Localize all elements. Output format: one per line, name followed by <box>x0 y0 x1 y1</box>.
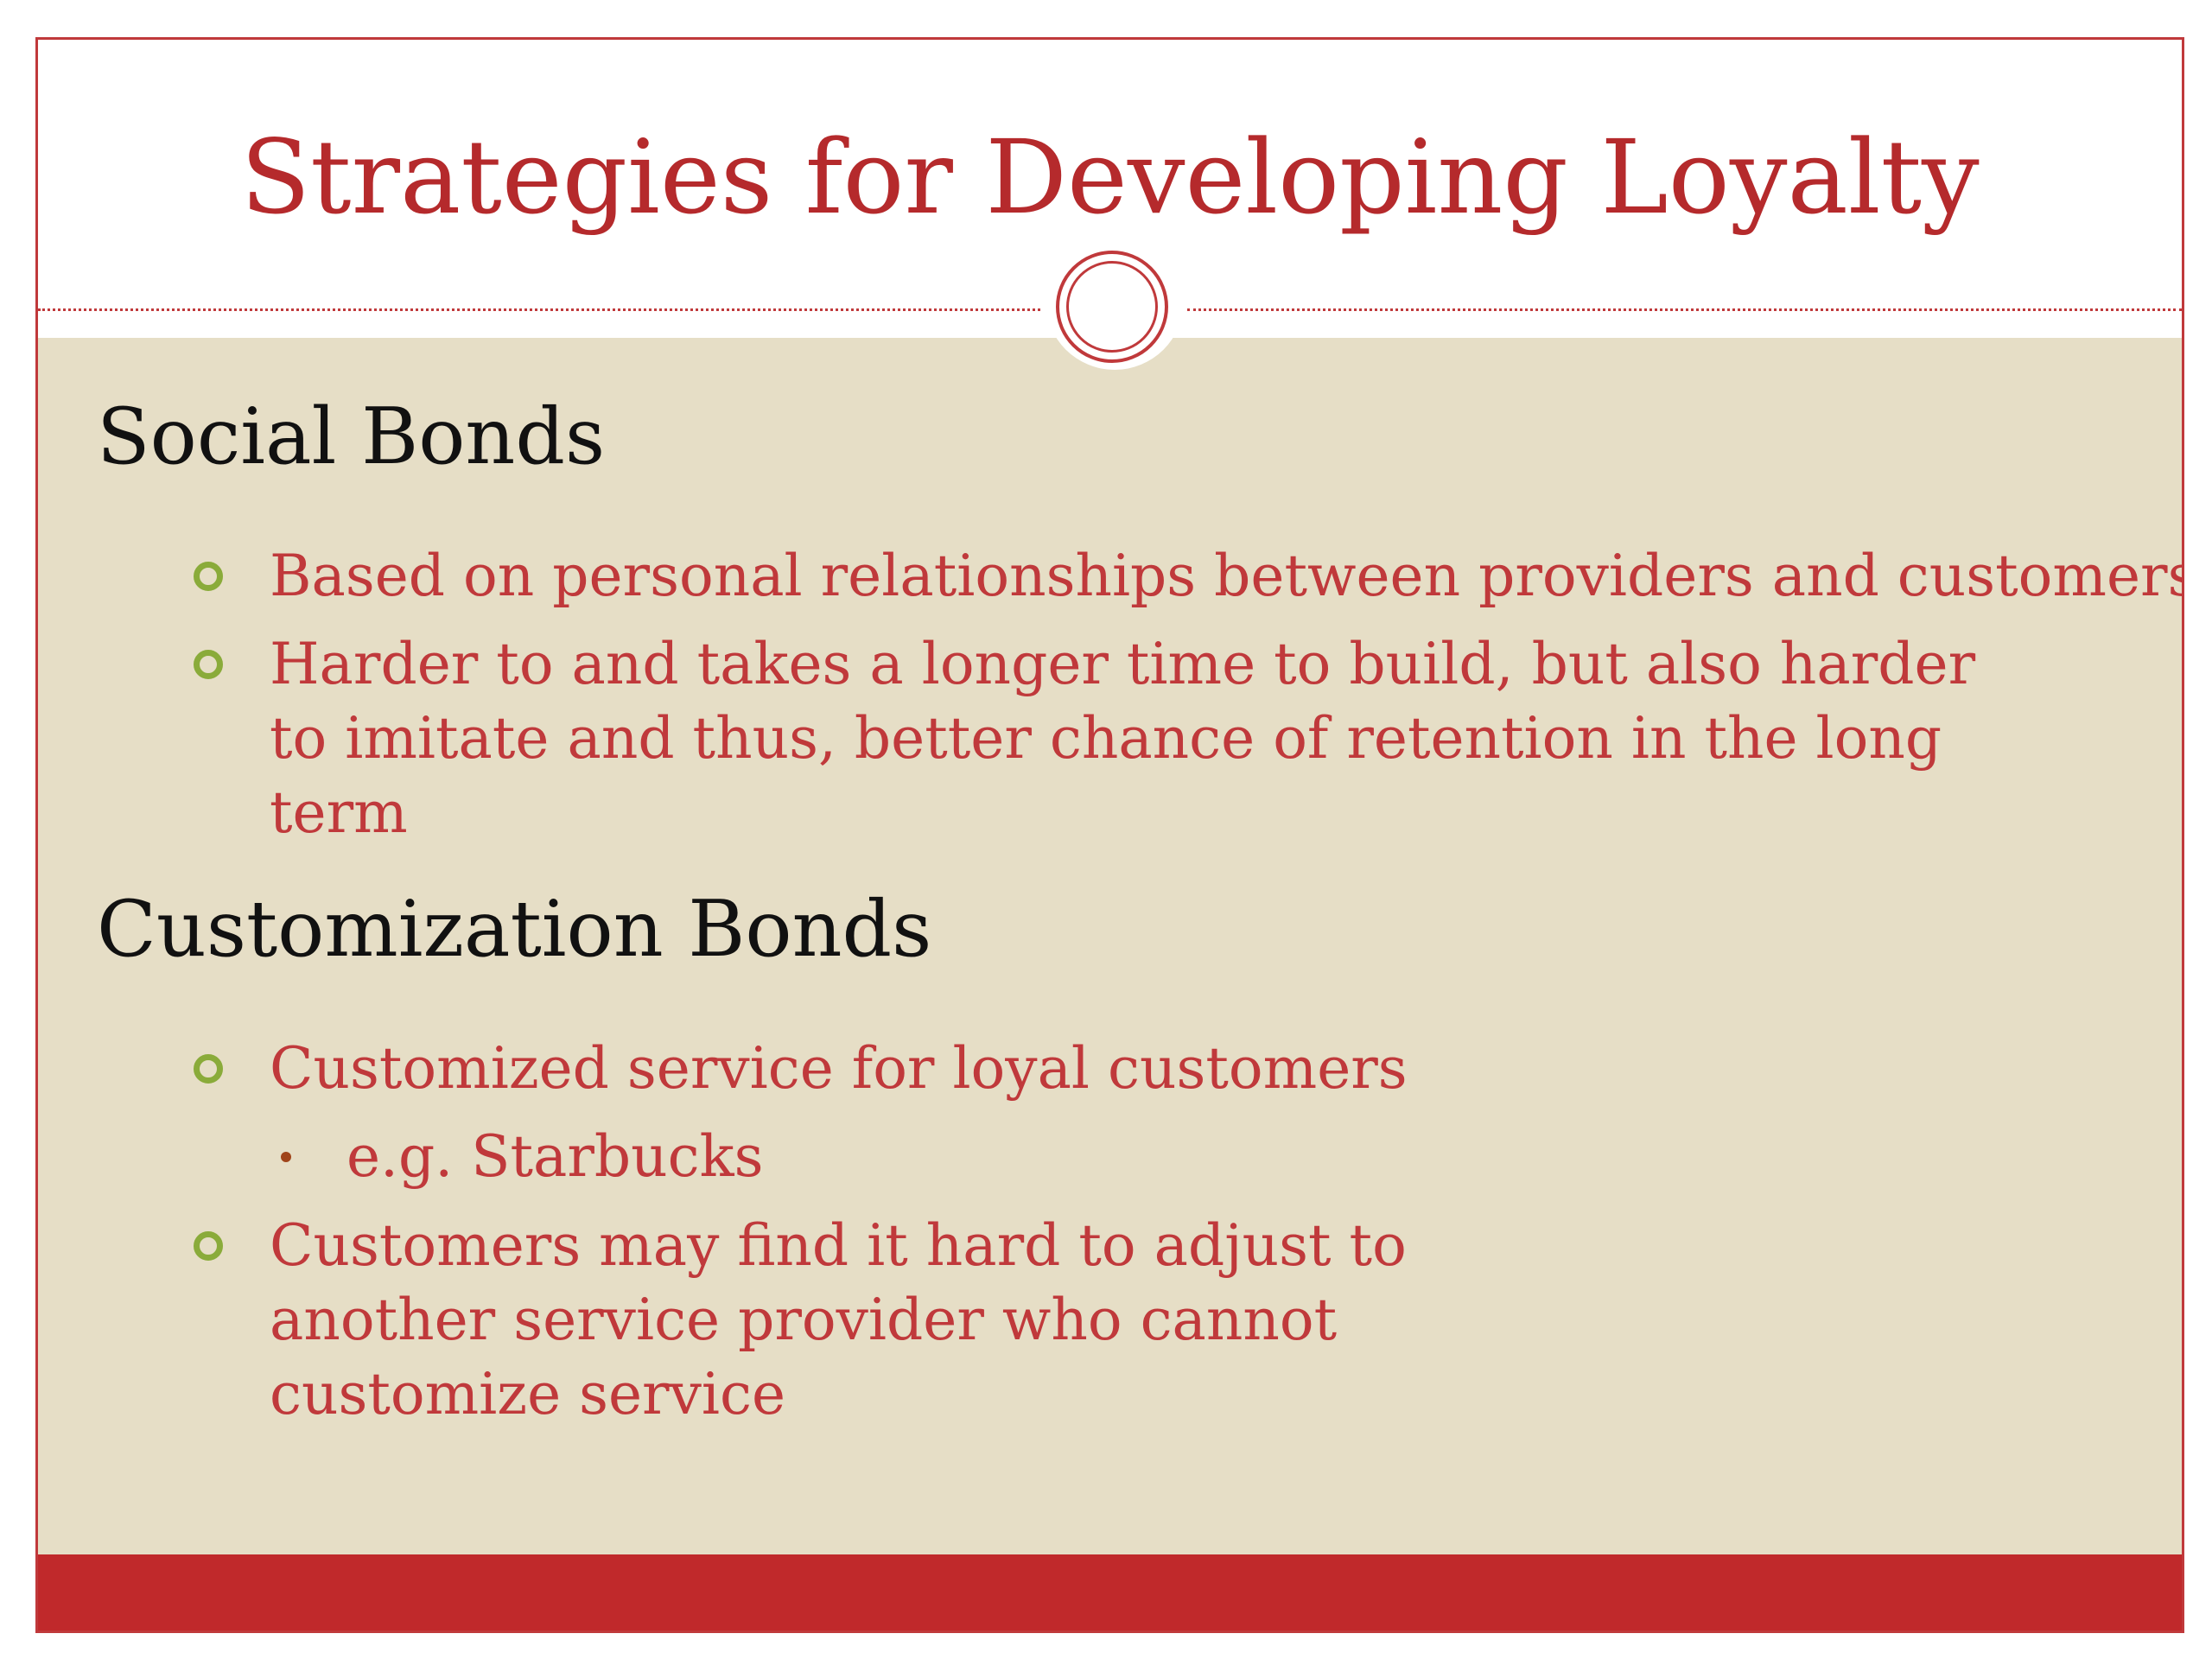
bullet-text: Customized service for loyal customers <box>270 1035 1408 1102</box>
hollow-circle-bullet-icon <box>194 562 223 591</box>
bullet-item: Customers may find it hard to adjust to … <box>194 1209 1436 1432</box>
content-background <box>38 338 2182 1591</box>
bullet-text: Customers may find it hard to adjust to … <box>270 1212 1407 1427</box>
sub-bullet-item: e.g. Starbucks <box>281 1120 764 1194</box>
medallion-inner-ring <box>1066 261 1158 353</box>
bullet-item: Customized service for loyal customers <box>194 1032 1408 1106</box>
bullet-text: Based on personal relationships between … <box>270 543 2184 609</box>
slide-title: Strategies for Developing Loyalty <box>240 118 1980 237</box>
hollow-circle-bullet-icon <box>194 1054 223 1084</box>
medallion-icon <box>1056 251 1168 363</box>
hollow-circle-bullet-icon <box>194 1231 223 1261</box>
header-divider-right <box>1187 308 2182 311</box>
footer-bar <box>38 1554 2182 1630</box>
slide: Strategies for Developing Loyalty Social… <box>35 37 2184 1633</box>
bullet-text: Harder to and takes a longer time to bui… <box>270 631 1976 846</box>
sub-bullet-text: e.g. Starbucks <box>346 1123 764 1190</box>
section-heading-customization-bonds: Customization Bonds <box>97 884 932 975</box>
hollow-circle-bullet-icon <box>194 650 223 679</box>
filled-dot-bullet-icon <box>281 1152 291 1162</box>
section-heading-social-bonds: Social Bonds <box>97 391 606 482</box>
bullet-item: Based on personal relationships between … <box>194 539 2184 613</box>
header-divider-left <box>38 308 1040 311</box>
bullet-item: Harder to and takes a longer time to bui… <box>194 627 1998 850</box>
